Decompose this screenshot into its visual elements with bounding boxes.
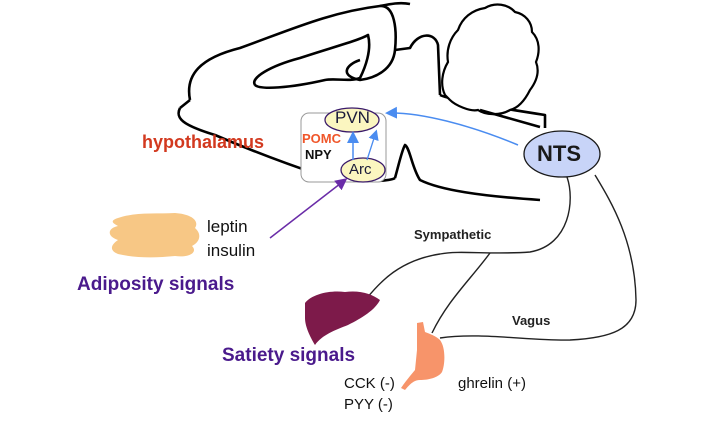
hypothalamus-label: hypothalamus: [142, 132, 265, 152]
adiposity-signals-heading: Adiposity signals: [77, 274, 235, 295]
adiposity-to-arc-arrow: [269, 178, 348, 239]
pvn-label: PVN: [335, 108, 370, 127]
cerebellum: [441, 3, 540, 116]
pomc-label: POMC: [302, 131, 341, 146]
leptin-label: leptin: [207, 217, 248, 236]
insulin-label: insulin: [207, 241, 256, 260]
nts-nucleus: [523, 130, 601, 178]
nerve-paths: [366, 174, 637, 341]
cck-label: CCK (-): [344, 375, 395, 392]
sympathetic-label: Sympathetic: [414, 227, 492, 242]
adipose-tissue: [109, 213, 200, 258]
liver: [305, 291, 380, 345]
stomach: [401, 322, 445, 390]
arc-label: Arc: [349, 161, 372, 178]
arc-to-pvn-arrow-2: [366, 129, 379, 161]
vagus-label: Vagus: [512, 313, 551, 328]
sympathetic-nerve: [366, 176, 571, 299]
arc-nucleus: [340, 157, 386, 183]
pyy-label: PYY (-): [344, 396, 393, 413]
nts-label: NTS: [537, 141, 581, 166]
satiety-signals-heading: Satiety signals: [222, 345, 356, 366]
brainstem-line: [479, 108, 541, 129]
sympathetic-branch: [431, 252, 491, 334]
npy-label: NPY: [305, 147, 332, 162]
vagus-nerve: [439, 174, 637, 341]
nts-to-pvn-arrow: [385, 106, 519, 146]
ghrelin-label: ghrelin (+): [458, 375, 526, 392]
